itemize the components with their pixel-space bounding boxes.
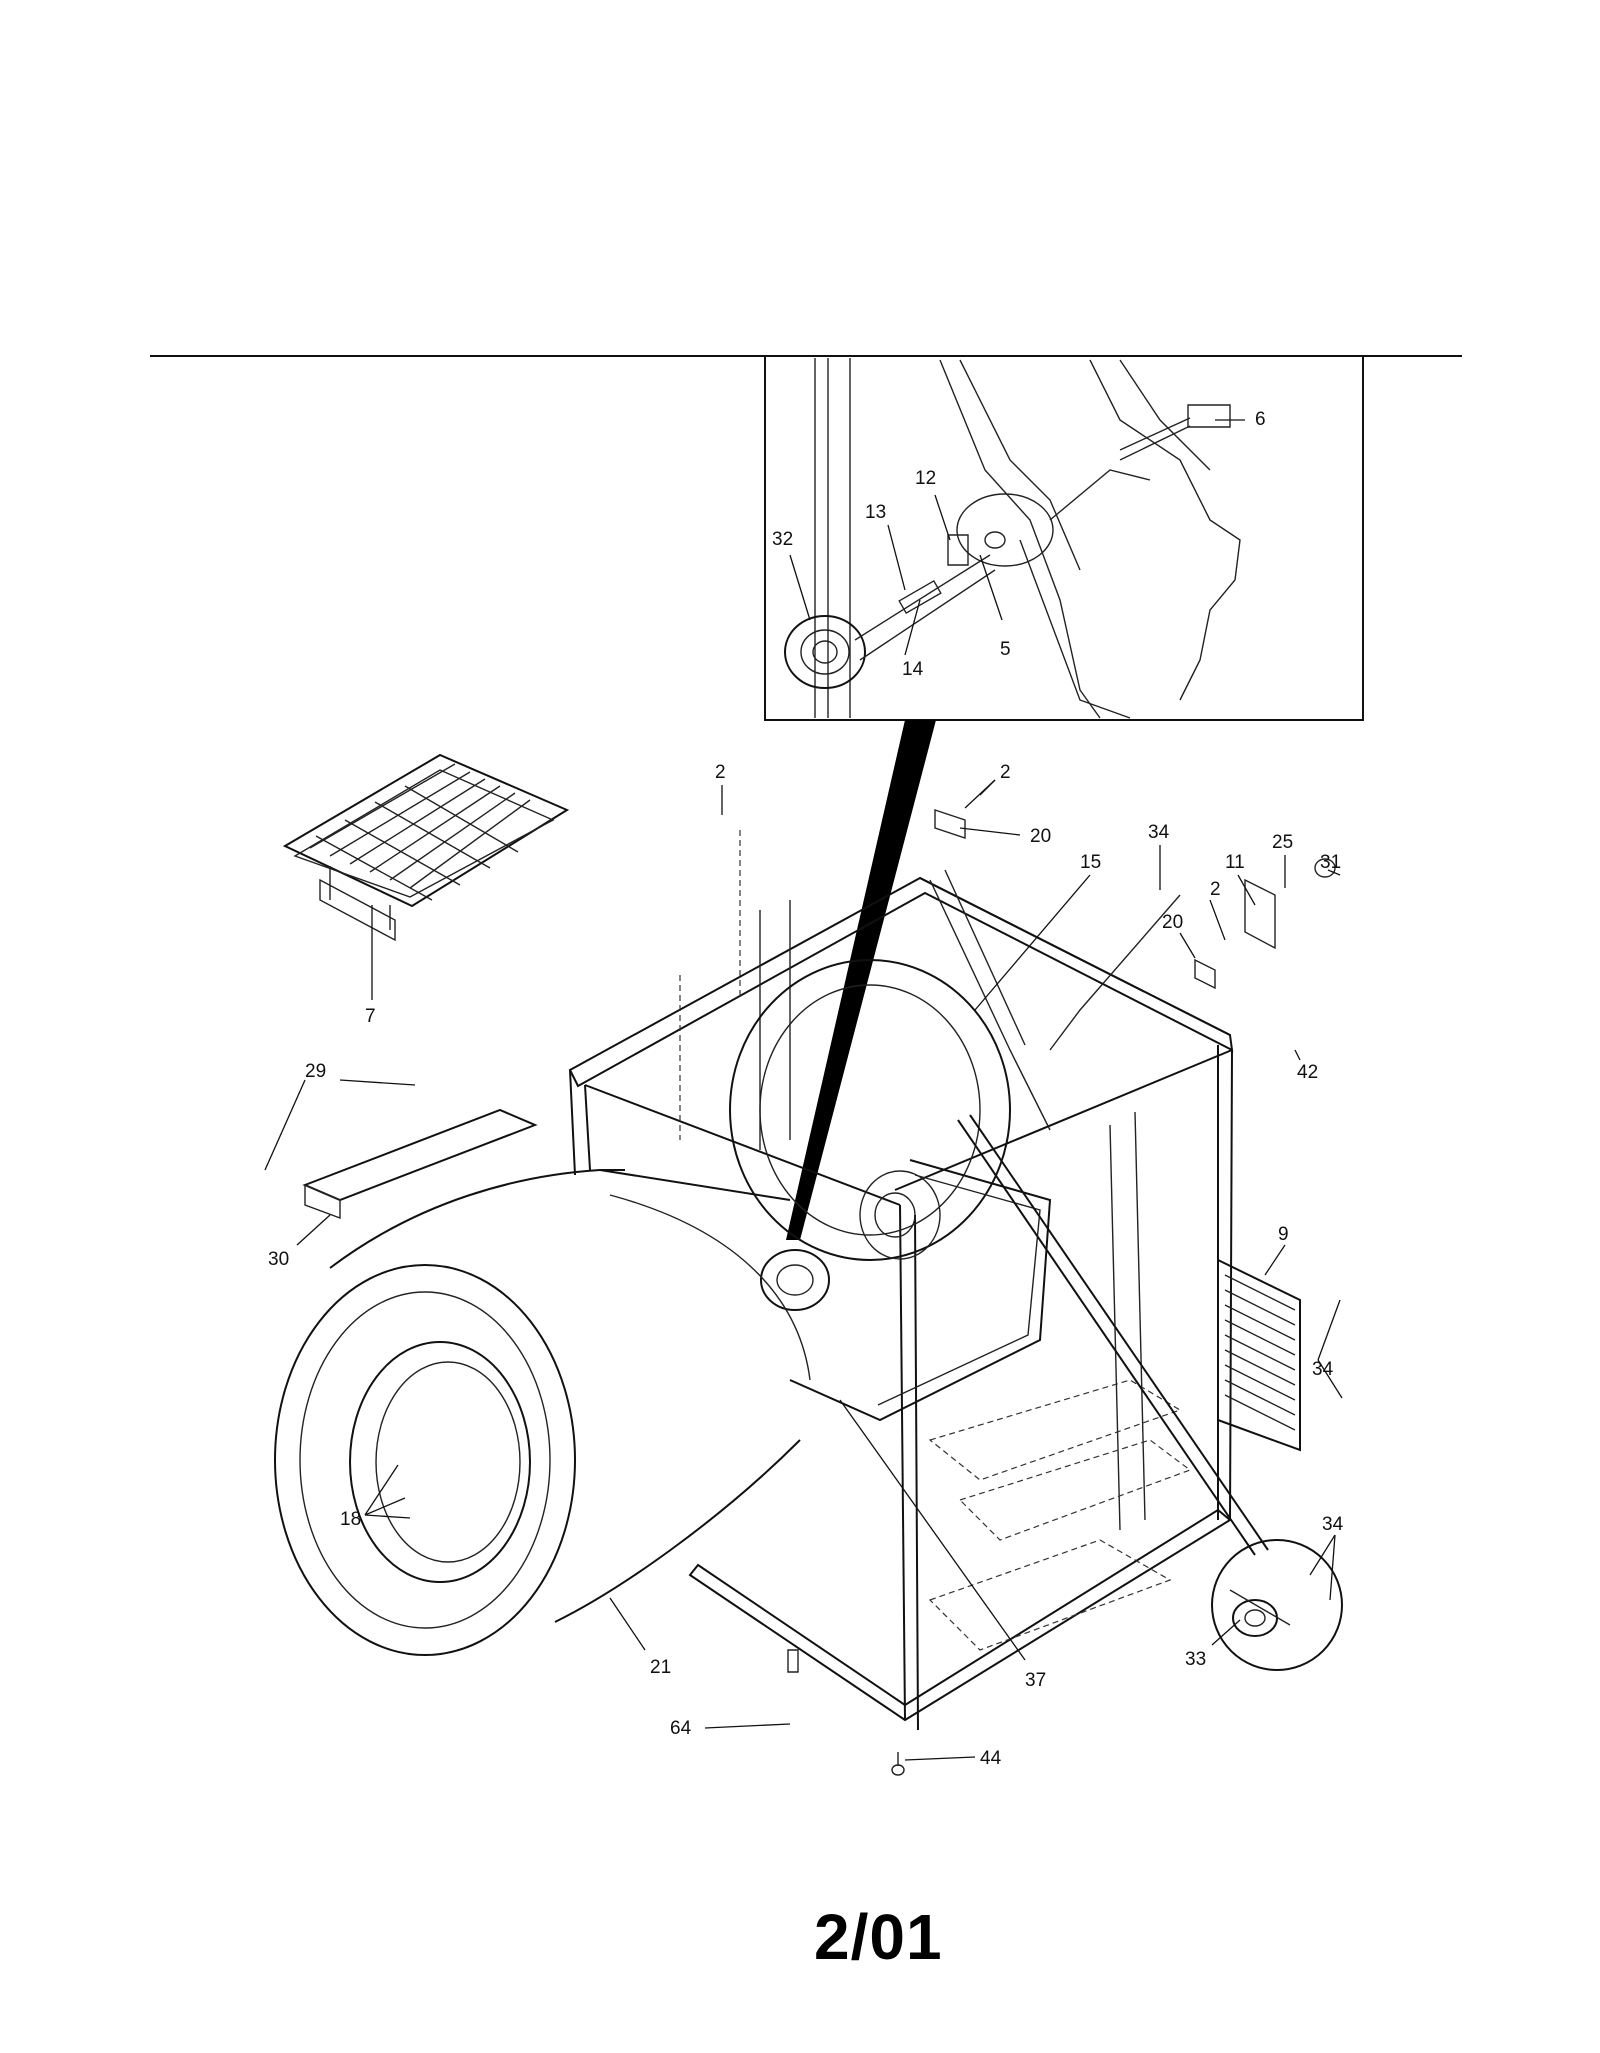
vent-grille [1218, 1260, 1300, 1450]
callout-12: 12 [915, 468, 936, 489]
callout-2-right: 2 [1210, 879, 1221, 900]
callout-2-top-left: 2 [715, 762, 726, 783]
callout-15: 15 [1080, 852, 1101, 873]
callout-6: 6 [1255, 409, 1266, 430]
detail-inset [765, 356, 1363, 720]
trim-strip [305, 1110, 535, 1218]
callout-11: 11 [1225, 852, 1245, 873]
drum [275, 1170, 810, 1655]
callout-18: 18 [340, 1509, 361, 1530]
callout-20-top: 20 [1030, 826, 1051, 847]
callout-33: 33 [1185, 1649, 1206, 1670]
callout-13: 13 [865, 502, 886, 523]
callout-34-right: 34 [1312, 1359, 1334, 1380]
leader-lines [265, 420, 1342, 1760]
callout-9: 9 [1278, 1224, 1289, 1245]
callout-42: 42 [1297, 1062, 1318, 1083]
callout-20-right: 20 [1162, 912, 1183, 933]
callout-37: 37 [1025, 1670, 1046, 1691]
callout-32: 32 [772, 529, 793, 550]
callout-34-top: 34 [1148, 822, 1170, 843]
page-number: 2/01 [814, 1901, 943, 1973]
belt-wedge [786, 720, 936, 1240]
callout-5: 5 [1000, 639, 1011, 660]
brackets [788, 810, 1335, 1775]
drying-rack [285, 755, 567, 940]
callout-21: 21 [650, 1657, 671, 1678]
callout-labels: 6 12 13 32 14 5 2 2 20 15 34 25 11 31 2 … [268, 409, 1344, 1769]
callout-34-bottom: 34 [1322, 1514, 1344, 1535]
thermostat-inset [1212, 1540, 1342, 1670]
callout-14: 14 [902, 659, 924, 680]
cabinet [570, 830, 1268, 1730]
callout-30: 30 [268, 1249, 289, 1270]
callout-29: 29 [305, 1061, 326, 1082]
callout-64: 64 [670, 1718, 692, 1739]
callout-44: 44 [980, 1748, 1002, 1769]
callout-2-top-right: 2 [1000, 762, 1011, 783]
callout-25: 25 [1272, 832, 1293, 853]
callout-7: 7 [365, 1006, 376, 1027]
callout-31: 31 [1320, 852, 1341, 873]
